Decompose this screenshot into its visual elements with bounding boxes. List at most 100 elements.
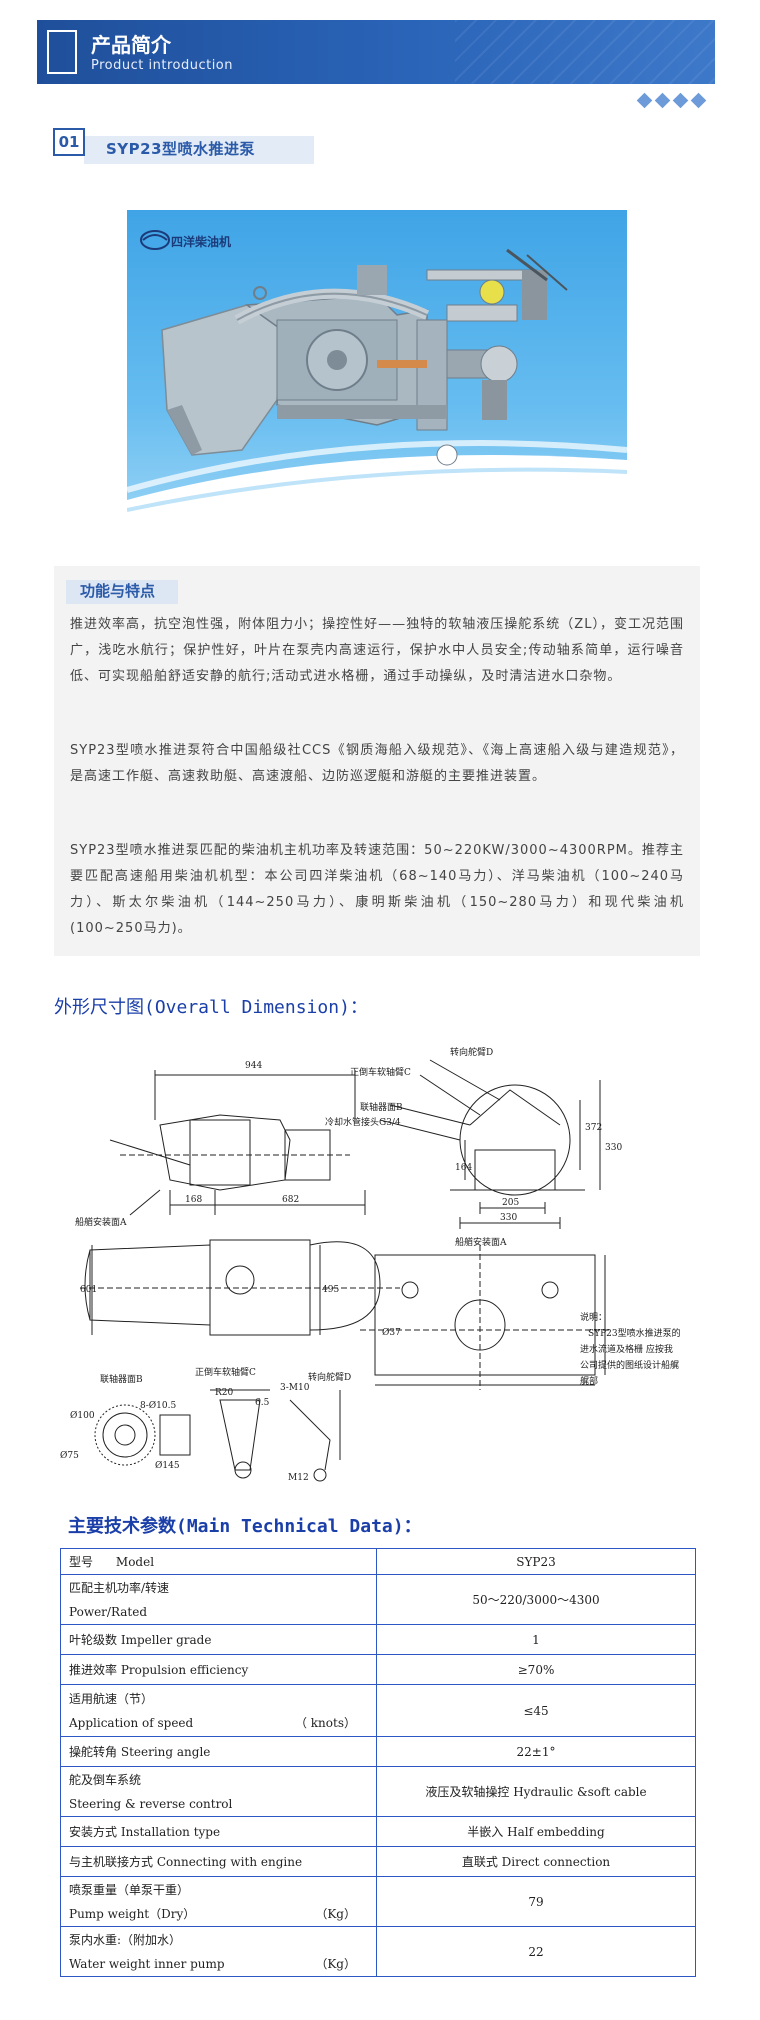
label-reverse-arm-2: 正倒车软轴臂C — [195, 1366, 256, 1378]
row-value: 50～220/3000～4300 — [376, 1574, 696, 1625]
product-photo: 四洋柴油机 — [127, 210, 627, 540]
row-cn: 适用航速（节） — [69, 1691, 154, 1706]
brand-logo: 四洋柴油机 — [171, 235, 232, 249]
dim-dia75: Ø75 — [60, 1450, 79, 1461]
row-cn: 匹配主机功率/转速 — [69, 1580, 170, 1595]
pump-illustration — [127, 230, 627, 540]
dim-holes: 8-Ø10.5 — [140, 1400, 176, 1411]
section-title: SYP23型喷水推进泵 — [106, 140, 256, 158]
row-en: Installation type — [120, 1825, 221, 1839]
row-cn: 舵及倒车系统 — [69, 1772, 142, 1787]
row-en: Steering angle — [120, 1745, 211, 1759]
row-value: 22±1° — [376, 1736, 696, 1767]
row-cn: 推进效率 — [69, 1663, 118, 1677]
row-en: Power/Rated — [69, 1604, 148, 1619]
row-value: 79 — [376, 1876, 696, 1927]
section-title-bar — [84, 136, 314, 164]
row-value: 直联式 Direct connection — [376, 1846, 696, 1877]
row-cn: 泵内水重:（附加水） — [69, 1932, 182, 1947]
features-title: 功能与特点 — [80, 582, 156, 600]
label-cooling-pipe: 冷却水管接头G3/4 — [325, 1116, 401, 1128]
row-en: Connecting with engine — [156, 1855, 303, 1869]
dim-dia100: Ø100 — [70, 1410, 95, 1421]
note-line-5: 艉部 — [580, 1375, 598, 1387]
dim-r20: R20 — [215, 1388, 234, 1398]
label-coupling-2: 联轴器面B — [100, 1373, 143, 1385]
diamond-decoration — [636, 92, 717, 111]
row-cn: 喷泵重量（单泵干重） — [69, 1882, 190, 1897]
row-en: Pump weight（Dry） — [69, 1906, 196, 1921]
row-value: 22 — [376, 1926, 696, 1977]
dim-dia145: Ø145 — [155, 1460, 180, 1471]
features-paragraph: SYP23型喷水推进泵符合中国船级社CCS《钢质海船入级规范》、《海上高速船入级… — [70, 743, 684, 784]
tech-title: 主要技术参数(Main Technical Data)： — [68, 1516, 422, 1537]
section-number: 01 — [53, 128, 85, 156]
label-reverse-arm: 正倒车软轴臂C — [350, 1066, 411, 1078]
features-panel — [54, 566, 700, 956]
dim-164: 164 — [455, 1163, 472, 1173]
note-line-1: 说明： — [580, 1311, 607, 1323]
row-value: ≥70% — [376, 1654, 696, 1685]
table-row: 型号 Model SYP23 — [60, 1548, 696, 1575]
label-steering-arm: 转向舵臂D — [450, 1046, 493, 1058]
table-row: 推进效率 Propulsion efficiency ≥70% — [60, 1654, 696, 1685]
row-en: Impeller grade — [120, 1633, 212, 1647]
features-paragraph: 推进效率高，抗空泡性强，附体阻力小；操控性好——独特的软轴液压操舵系统（ZL），… — [70, 617, 684, 684]
note-line-3: 进水流道及格栅 应按我 — [580, 1343, 673, 1355]
row-value: ≤45 — [376, 1684, 696, 1737]
label-hull-mount-2: 船艏安装面A — [455, 1236, 507, 1248]
section-banner: 产品简介 Product introduction — [37, 20, 715, 84]
row-en: Water weight inner pump — [69, 1956, 225, 1971]
dim-495: 495 — [322, 1285, 339, 1295]
table-row: 泵内水重:（附加水） Water weight inner pump （Kg） 22 — [60, 1926, 696, 1977]
note-line-4: 公司提供的图纸设计船艉 — [580, 1359, 679, 1371]
dim-168: 168 — [185, 1195, 202, 1205]
table-row: 舵及倒车系统 Steering & reverse control 液压及软轴操控… — [60, 1766, 696, 1817]
table-row: 操舵转角 Steering angle 22±1° — [60, 1736, 696, 1767]
row-en: Model — [115, 1555, 155, 1569]
row-cn: 型号 — [69, 1555, 94, 1569]
row-en: Propulsion efficiency — [120, 1663, 249, 1677]
dim-m10: 3-M10 — [280, 1383, 310, 1393]
dimension-title: 外形尺寸图(Overall Dimension)： — [54, 997, 368, 1018]
dim-601: 601 — [80, 1285, 97, 1295]
row-value: 液压及软轴操控 Hydraulic &soft cable — [376, 1766, 696, 1817]
dimension-drawing: 944 168 682 205 330 372 330 164 601 495 … — [60, 1046, 681, 1483]
features-title-bar — [66, 580, 178, 604]
label-hull-mount: 船艏安装面A — [75, 1216, 127, 1228]
dim-372: 372 — [585, 1123, 602, 1133]
banner-subtitle: Product introduction — [91, 58, 233, 73]
features-paragraph: SYP23型喷水推进泵匹配的柴油机主机功率及转速范围：50~220KW/3000… — [70, 843, 684, 936]
banner-decoration — [455, 20, 715, 84]
label-coupling: 联轴器面B — [360, 1101, 403, 1113]
row-cn: 安装方式 — [69, 1825, 118, 1839]
row-unit: （Kg） — [315, 1956, 356, 1971]
banner-square-icon — [47, 30, 77, 74]
dim-682: 682 — [282, 1195, 299, 1205]
table-row: 匹配主机功率/转速 Power/Rated 50～220/3000～4300 — [60, 1574, 696, 1625]
row-en: Steering & reverse control — [69, 1796, 233, 1811]
table-row: 适用航速（节） Application of speed （ knots） ≤45 — [60, 1684, 696, 1737]
table-row: 安装方式 Installation type 半嵌入 Half embeddin… — [60, 1816, 696, 1847]
row-value: 半嵌入 Half embedding — [376, 1816, 696, 1847]
row-cn: 与主机联接方式 — [69, 1855, 154, 1869]
table-row: 叶轮级数 Impeller grade 1 — [60, 1624, 696, 1655]
label-steering-arm-2: 转向舵臂D — [308, 1371, 351, 1383]
row-unit: （Kg） — [315, 1906, 356, 1921]
banner-title: 产品简介 — [91, 33, 171, 57]
row-value: 1 — [376, 1624, 696, 1655]
row-cn: 叶轮级数 — [69, 1633, 118, 1647]
dim-dia37: Ø37 — [382, 1327, 401, 1338]
row-en: Application of speed — [69, 1715, 194, 1730]
row-unit: （ knots） — [294, 1715, 356, 1730]
note-line-2: SYP23型喷水推进泵的 — [588, 1327, 681, 1339]
row-value: SYP23 — [376, 1548, 696, 1575]
row-cn: 操舵转角 — [69, 1745, 118, 1759]
table-row: 与主机联接方式 Connecting with engine 直联式 Direc… — [60, 1846, 696, 1877]
table-row: 喷泵重量（单泵干重） Pump weight（Dry） （Kg） 79 — [60, 1876, 696, 1927]
dim-330: 330 — [500, 1213, 517, 1223]
dim-m12: M12 — [288, 1473, 309, 1483]
dim-330-vertical: 330 — [605, 1143, 622, 1153]
tech-table: 型号 Model SYP23 匹配主机功率/转速 Power/Rated 50～2… — [60, 1548, 696, 1977]
dim-944: 944 — [245, 1061, 262, 1071]
